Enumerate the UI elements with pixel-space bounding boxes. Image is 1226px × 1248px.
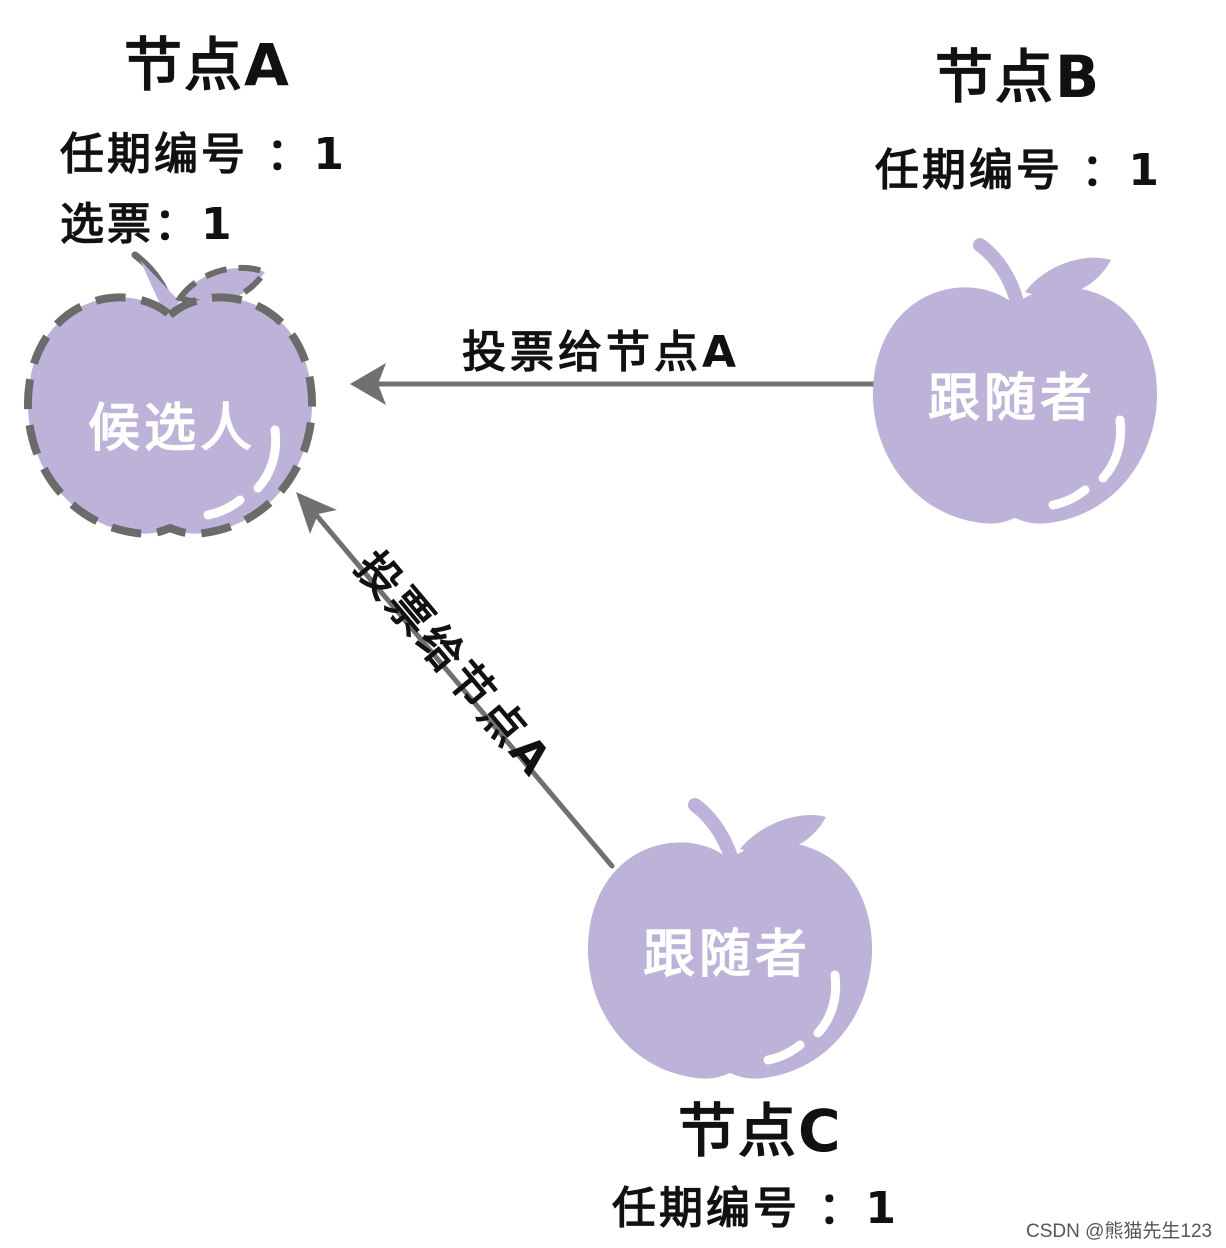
- node-b-role: 跟随者: [927, 369, 1096, 429]
- node-c-role: 跟随者: [642, 925, 811, 985]
- edge-b-to-a-label: 投票给节点A: [462, 327, 741, 378]
- node-a-title: 节点A: [124, 31, 291, 99]
- edge-b-to-a-arrowhead: [350, 363, 386, 405]
- node-a-highlight-2: [203, 495, 245, 520]
- node-a-vote: 选票：1: [60, 199, 235, 250]
- node-b-stem: [973, 238, 1026, 317]
- node-b-term: 任期编号 ：1: [875, 145, 1162, 196]
- node-b-highlight-1: [1098, 415, 1126, 483]
- node-a-term: 任期编号 ：1: [60, 129, 347, 180]
- node-a-leaf: [175, 264, 270, 306]
- node-b-title: 节点B: [935, 43, 1102, 111]
- node-c-term: 任期编号 ：1: [612, 1183, 899, 1234]
- node-b-apple-icon: [872, 238, 1158, 524]
- node-b-leaf: [1025, 257, 1111, 297]
- edge-c-to-a-arrowhead: [296, 492, 337, 534]
- node-c-apple-icon: [587, 798, 873, 1079]
- watermark: CSDN @熊猫先生123: [1026, 1221, 1213, 1242]
- node-a-highlight-1: [253, 425, 281, 493]
- node-c-highlight-2: [763, 1040, 805, 1065]
- node-c-highlight-1: [813, 970, 841, 1038]
- edge-b-to-a: [350, 363, 878, 405]
- node-c-title: 节点C: [678, 1097, 843, 1165]
- node-a-stem-fill: [140, 260, 180, 315]
- node-c-leaf: [740, 815, 826, 854]
- node-a-apple-icon: [28, 251, 312, 534]
- edge-c-to-a-line: [309, 507, 615, 869]
- node-b-highlight-2: [1048, 485, 1090, 510]
- edge-c-to-a: [296, 492, 615, 869]
- node-a-role: 候选人: [87, 399, 256, 459]
